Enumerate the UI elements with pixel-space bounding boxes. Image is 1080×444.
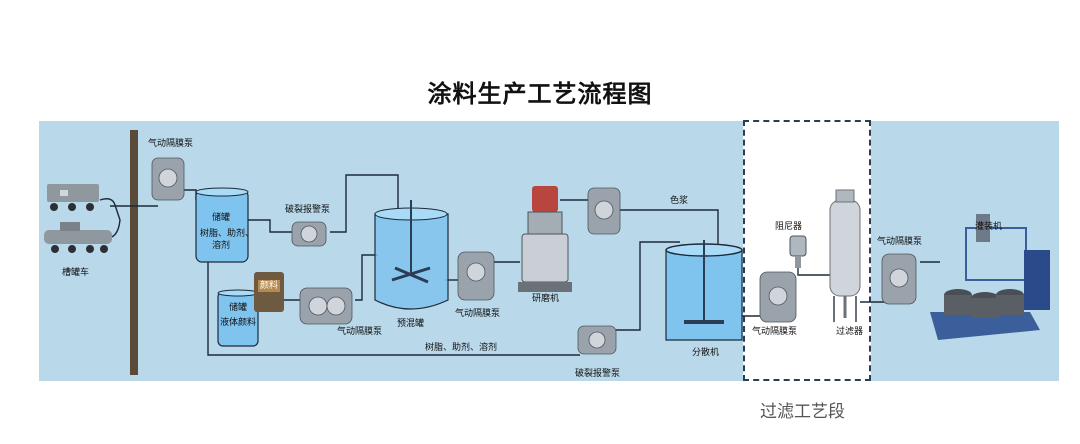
- label-color-paste: 色浆: [670, 196, 689, 206]
- label-storage-tank-2-b: 液体颜料: [220, 318, 257, 328]
- label-storage-tank-1-b: 树脂、助剂、: [200, 229, 255, 239]
- pipe-pump-to-premix: [355, 254, 378, 301]
- filling-machine: [930, 214, 1050, 340]
- label-grinder: 研磨机: [532, 294, 560, 304]
- label-disperser: 分散机: [692, 348, 720, 358]
- label-burst-alarm-pump-2: 破裂报警泵: [575, 369, 621, 379]
- diaphragm-pumps: [151, 157, 917, 355]
- pigment-bag: [254, 272, 284, 312]
- tanker-truck: [44, 184, 112, 253]
- grinder: [518, 186, 572, 292]
- label-filling-machine: 灌装机: [975, 222, 1003, 232]
- label-pump-premix: 气动隔膜泵: [455, 309, 501, 319]
- pipe-alarm2-to-disperser: [612, 241, 680, 331]
- label-damper: 阻尼器: [775, 222, 803, 232]
- label-pump-filling: 气动隔膜泵: [877, 237, 923, 247]
- label-storage-tank-1-c: 溶剂: [212, 241, 231, 251]
- label-tanker: 槽罐车: [62, 268, 90, 278]
- filter-unit: [829, 189, 861, 322]
- pipe-alarm-to-premix: [330, 174, 399, 233]
- disperser: [665, 240, 743, 341]
- wall: [130, 130, 138, 375]
- storage-tank-2: [217, 289, 259, 347]
- pipe-resin-line: [207, 262, 580, 356]
- label-burst-alarm-pump-1: 破裂报警泵: [285, 205, 331, 215]
- label-pigment: 颜料: [260, 281, 279, 291]
- damper: [789, 235, 807, 268]
- label-storage-tank-2-a: 储罐: [229, 303, 248, 313]
- storage-tank-1: [195, 187, 249, 263]
- label-storage-tank-1-a: 储罐: [212, 213, 231, 223]
- page-title: 涂料生产工艺流程图: [427, 80, 653, 108]
- label-filter: 过滤器: [836, 327, 864, 337]
- label-pump-mid: 气动隔膜泵: [337, 327, 383, 337]
- pipe-tank1-to-alarm: [248, 219, 292, 233]
- pipe-damper: [797, 262, 830, 276]
- label-pump-filter: 气动隔膜泵: [752, 327, 798, 337]
- label-pump-top: 气动隔膜泵: [148, 139, 194, 149]
- label-premix-tank: 预混罐: [397, 319, 425, 329]
- premix-tank: [374, 200, 449, 310]
- filter-stage-label: 过滤工艺段: [760, 402, 845, 422]
- pipe-color-paste: [618, 209, 719, 248]
- label-resin-line: 树脂、助剂、溶剂: [425, 343, 498, 353]
